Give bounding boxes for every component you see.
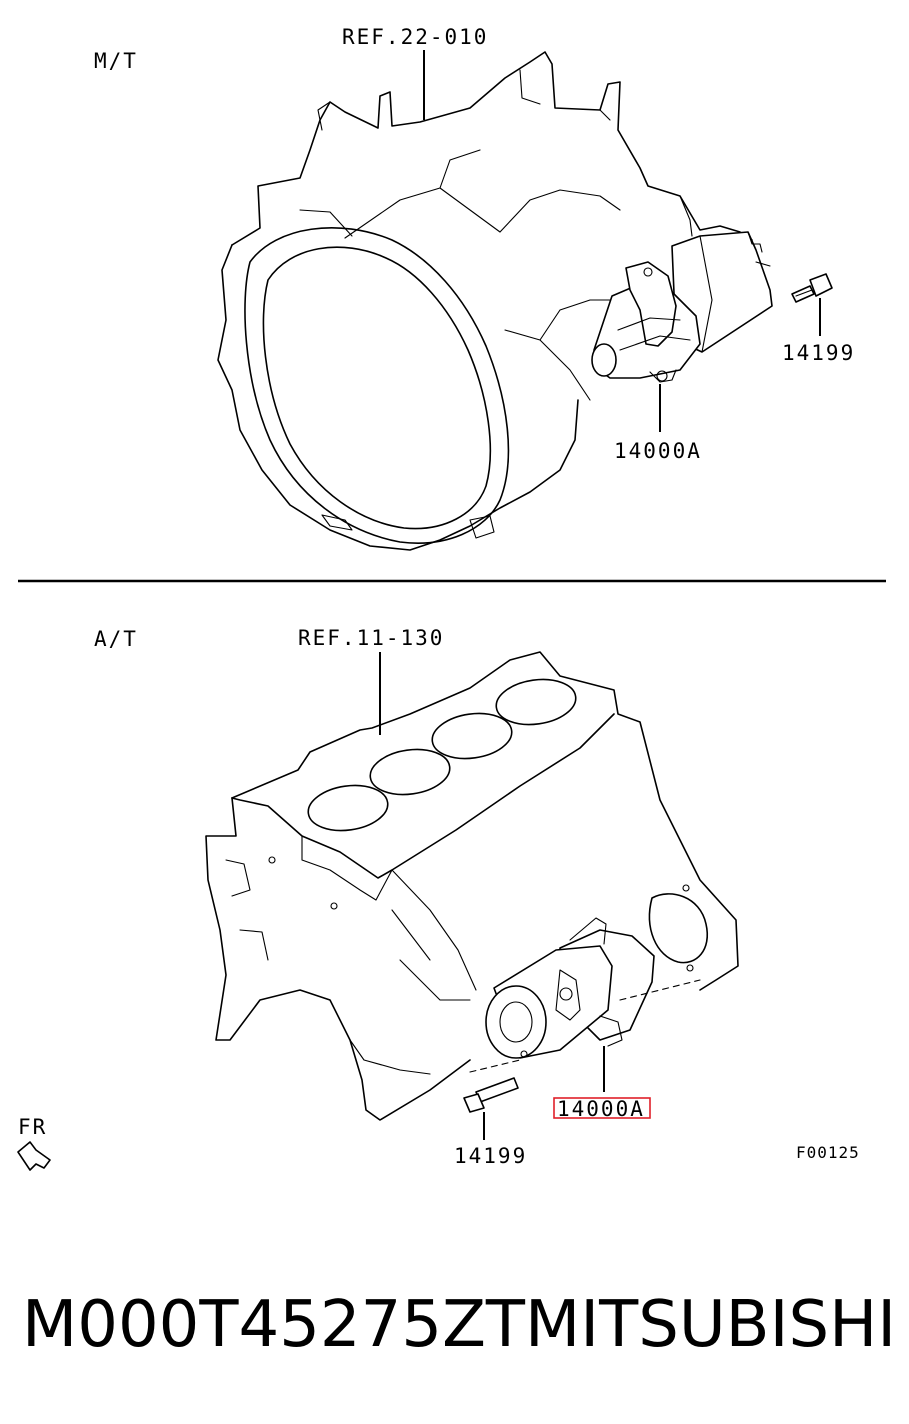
at-label: A/T — [94, 627, 138, 651]
part-highlight-box — [553, 1097, 651, 1119]
part-number: M000T45275ZT — [22, 1288, 525, 1362]
engine-block-drawing — [205, 651, 739, 1121]
bolt-at-label[interactable]: 14199 — [454, 1144, 527, 1168]
front-arrow-icon — [17, 1141, 51, 1171]
starter-at-label[interactable]: 14000A — [557, 1097, 645, 1121]
ref-at-label[interactable]: REF.11-130 — [298, 626, 444, 650]
brand-name: MITSUBISHI — [525, 1288, 897, 1362]
part-caption: M000T45275ZT MITSUBISHI — [0, 1270, 909, 1380]
bolt-mt-label[interactable]: 14199 — [782, 341, 855, 365]
starter-motor-at[interactable] — [469, 917, 701, 1073]
bolt-at[interactable] — [463, 1077, 519, 1113]
figure-code: F00125 — [796, 1143, 860, 1162]
front-label: FR — [18, 1115, 47, 1139]
manual-transmission-section: M/T REF.22-010 — [94, 25, 855, 551]
bolt-mt[interactable] — [791, 273, 833, 303]
ref-mt-label[interactable]: REF.22-010 — [342, 25, 488, 49]
mt-label: M/T — [94, 49, 138, 73]
starter-mt-label[interactable]: 14000A — [614, 439, 702, 463]
transmission-drawing — [217, 51, 753, 551]
automatic-transmission-section: A/T REF.11-130 — [17, 626, 860, 1171]
starter-motor-mt[interactable] — [591, 231, 773, 383]
